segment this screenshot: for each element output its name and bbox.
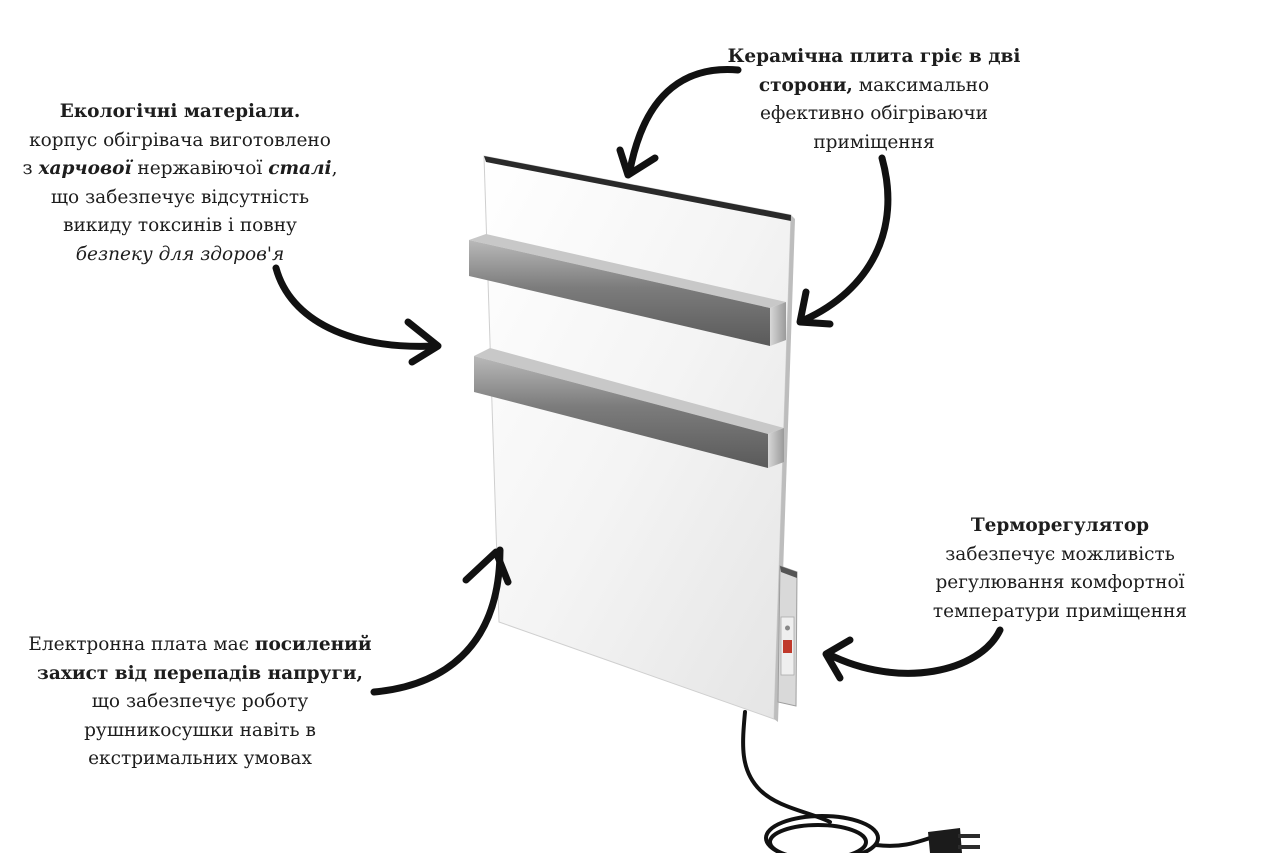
note-board-emphasis: захист від перепадів напруги, [37,662,363,684]
arrow-plate-icon [616,66,742,179]
note-plate-line: сторони, максимально [720,72,1028,101]
arrow-bar-icon [796,154,892,328]
text-fragment: з [22,158,39,180]
text-fragment: максимально [852,74,990,96]
note-board-line: Електронна плата має посилений [20,631,380,660]
emphasis-steel: сталі [268,158,332,180]
note-board-line: що забезпечує роботу [91,691,309,713]
note-eco-line: що забезпечує відсутність [50,186,310,208]
note-eco-line: корпус обігрівача виготовлено [29,129,331,151]
note-board-line: рушникосушки навіть в [84,719,316,741]
towel-bar-lower [474,348,784,468]
note-ceramic-plate: Керамічна плита гріє в дві сторони, макс… [720,43,1028,157]
note-thermostat: Терморегулятор забезпечує можливість рег… [920,512,1200,626]
text-fragment: Електронна плата має [28,634,255,655]
note-plate-title: Керамічна плита гріє в дві [727,46,1021,67]
emphasis-food-grade: харчової [38,158,132,180]
thermostat-box [777,565,798,707]
note-eco-line: безпеку для здоров'я [75,243,285,265]
note-thermo-title: Терморегулятор [970,515,1150,536]
note-board-line: екстримальних умовах [88,748,312,770]
text-fragment: , [331,158,338,180]
note-plate-line: ефективно обігріваючи [759,103,989,125]
text-fragment: нержавіючої [131,158,269,180]
note-thermo-line: забезпечує можливість [945,543,1175,565]
note-eco-line: викиду токсинів і повну [63,215,297,237]
power-plug [928,828,980,853]
note-board-emphasis: посилений [254,634,372,655]
arrow-board-icon [370,546,512,696]
arrow-thermo-icon [822,626,1004,682]
note-thermo-line: регулювання комфортної [935,572,1185,594]
note-eco-materials: Екологічні матеріали. корпус обігрівача … [20,98,340,270]
note-electronic-board: Електронна плата має посилений захист ві… [20,631,380,774]
note-eco-title: Екологічні матеріали. [59,101,301,122]
note-plate-line: приміщення [813,131,935,153]
power-cable [741,710,932,853]
arrow-eco-icon [272,264,442,366]
note-thermo-line: температури приміщення [932,600,1188,622]
note-plate-title: сторони, [758,74,853,96]
towel-bar-upper [469,234,786,346]
note-eco-line: з харчової нержавіючої сталі, [20,155,340,184]
